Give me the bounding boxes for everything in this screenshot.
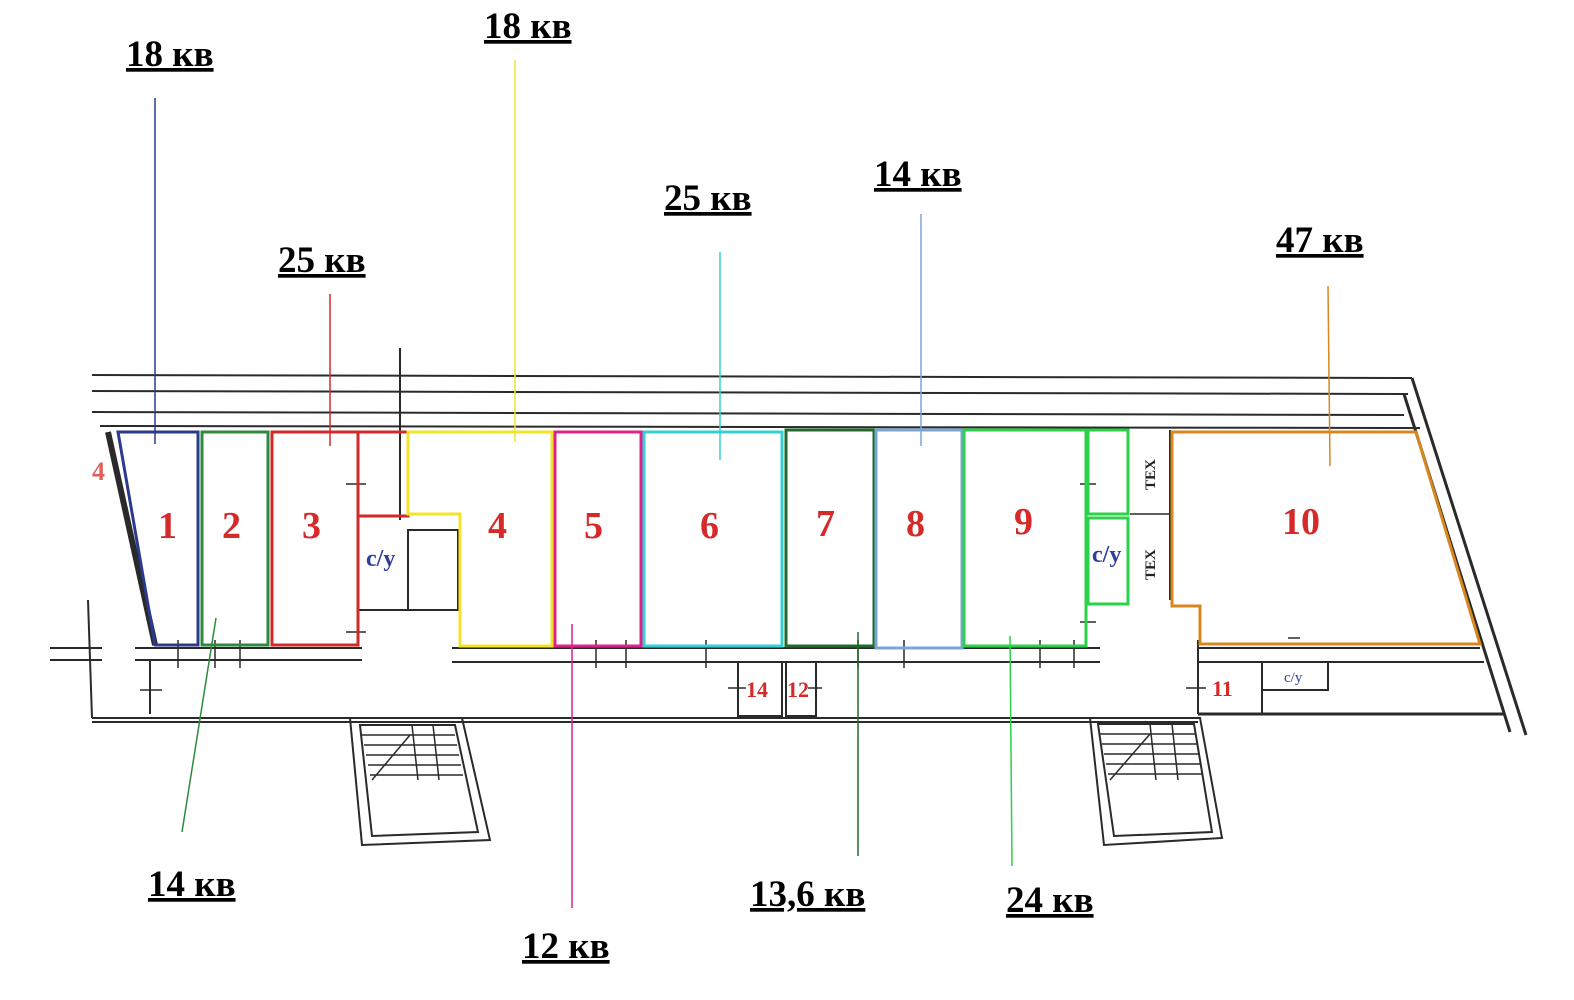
room-number-2: 2 bbox=[222, 505, 241, 547]
room-number-14: 14 bbox=[746, 677, 768, 702]
leader-9 bbox=[1009, 635, 1013, 867]
room-outline-7[interactable] bbox=[784, 428, 876, 648]
area-label-8: 14 кв bbox=[874, 154, 962, 195]
wc-label-2: с/у bbox=[1092, 542, 1121, 568]
room-outline-1[interactable] bbox=[116, 430, 200, 647]
staircase-right bbox=[1088, 717, 1224, 847]
area-label-2: 14 кв bbox=[148, 864, 236, 905]
leader-10 bbox=[1327, 285, 1331, 467]
room-outline-8[interactable] bbox=[874, 428, 964, 650]
area-label-7: 13,6 кв bbox=[750, 874, 865, 915]
room-number-9: 9 bbox=[1014, 501, 1033, 543]
wc-labels: с/у с/у с/у bbox=[366, 542, 1303, 686]
room-number-3: 3 bbox=[302, 505, 321, 547]
room-number-11: 11 bbox=[1212, 676, 1233, 701]
room-outline-6[interactable] bbox=[642, 430, 784, 648]
area-label-1: 18 кв bbox=[126, 34, 214, 75]
room-outline-4[interactable] bbox=[406, 430, 554, 648]
room-number-8: 8 bbox=[906, 503, 925, 545]
room-number-4: 4 bbox=[488, 505, 507, 547]
room-number-7: 7 bbox=[816, 503, 835, 545]
area-label-3: 25 кв bbox=[278, 240, 366, 281]
room-outline-5[interactable] bbox=[553, 430, 643, 648]
area-label-10: 47 кв bbox=[1276, 220, 1364, 261]
room-number-5: 5 bbox=[584, 505, 603, 547]
room-outline-10[interactable] bbox=[1170, 430, 1483, 646]
room-number-12: 12 bbox=[787, 677, 809, 702]
callout-lines bbox=[154, 60, 1331, 908]
room-outline-3[interactable] bbox=[270, 430, 360, 647]
wc-label-3: с/у bbox=[1284, 670, 1303, 686]
tech-label-1: ТЕХ bbox=[1143, 459, 1159, 490]
area-label-9: 24 кв bbox=[1006, 880, 1094, 921]
tech-label-2: ТЕХ bbox=[1143, 549, 1159, 580]
area-label-4: 18 кв bbox=[484, 6, 572, 47]
tech-labels: ТЕХ ТЕХ bbox=[1143, 459, 1159, 580]
room-number-10: 10 bbox=[1282, 501, 1320, 543]
room-number-edge: 4 bbox=[92, 457, 105, 486]
room-outline-9a[interactable] bbox=[1086, 428, 1130, 516]
staircase-left bbox=[348, 717, 492, 847]
wc-label-1: с/у bbox=[366, 546, 395, 572]
room-outlines bbox=[116, 428, 1483, 650]
room-number-6: 6 bbox=[700, 505, 719, 547]
room-number-1: 1 bbox=[158, 505, 177, 547]
room-numbers: 4 1 2 3 4 5 6 7 8 9 10 14 12 11 bbox=[92, 457, 1320, 702]
area-label-6: 25 кв bbox=[664, 178, 752, 219]
room-outline-2[interactable] bbox=[200, 430, 270, 647]
room-outline-9b[interactable] bbox=[1086, 516, 1130, 606]
area-label-5: 12 кв bbox=[522, 926, 610, 967]
room-outline-9[interactable] bbox=[962, 428, 1088, 648]
area-labels: 18 кв 14 кв 25 кв 18 кв 12 кв 25 кв 13,6… bbox=[126, 6, 1364, 967]
leader-2 bbox=[181, 617, 217, 833]
